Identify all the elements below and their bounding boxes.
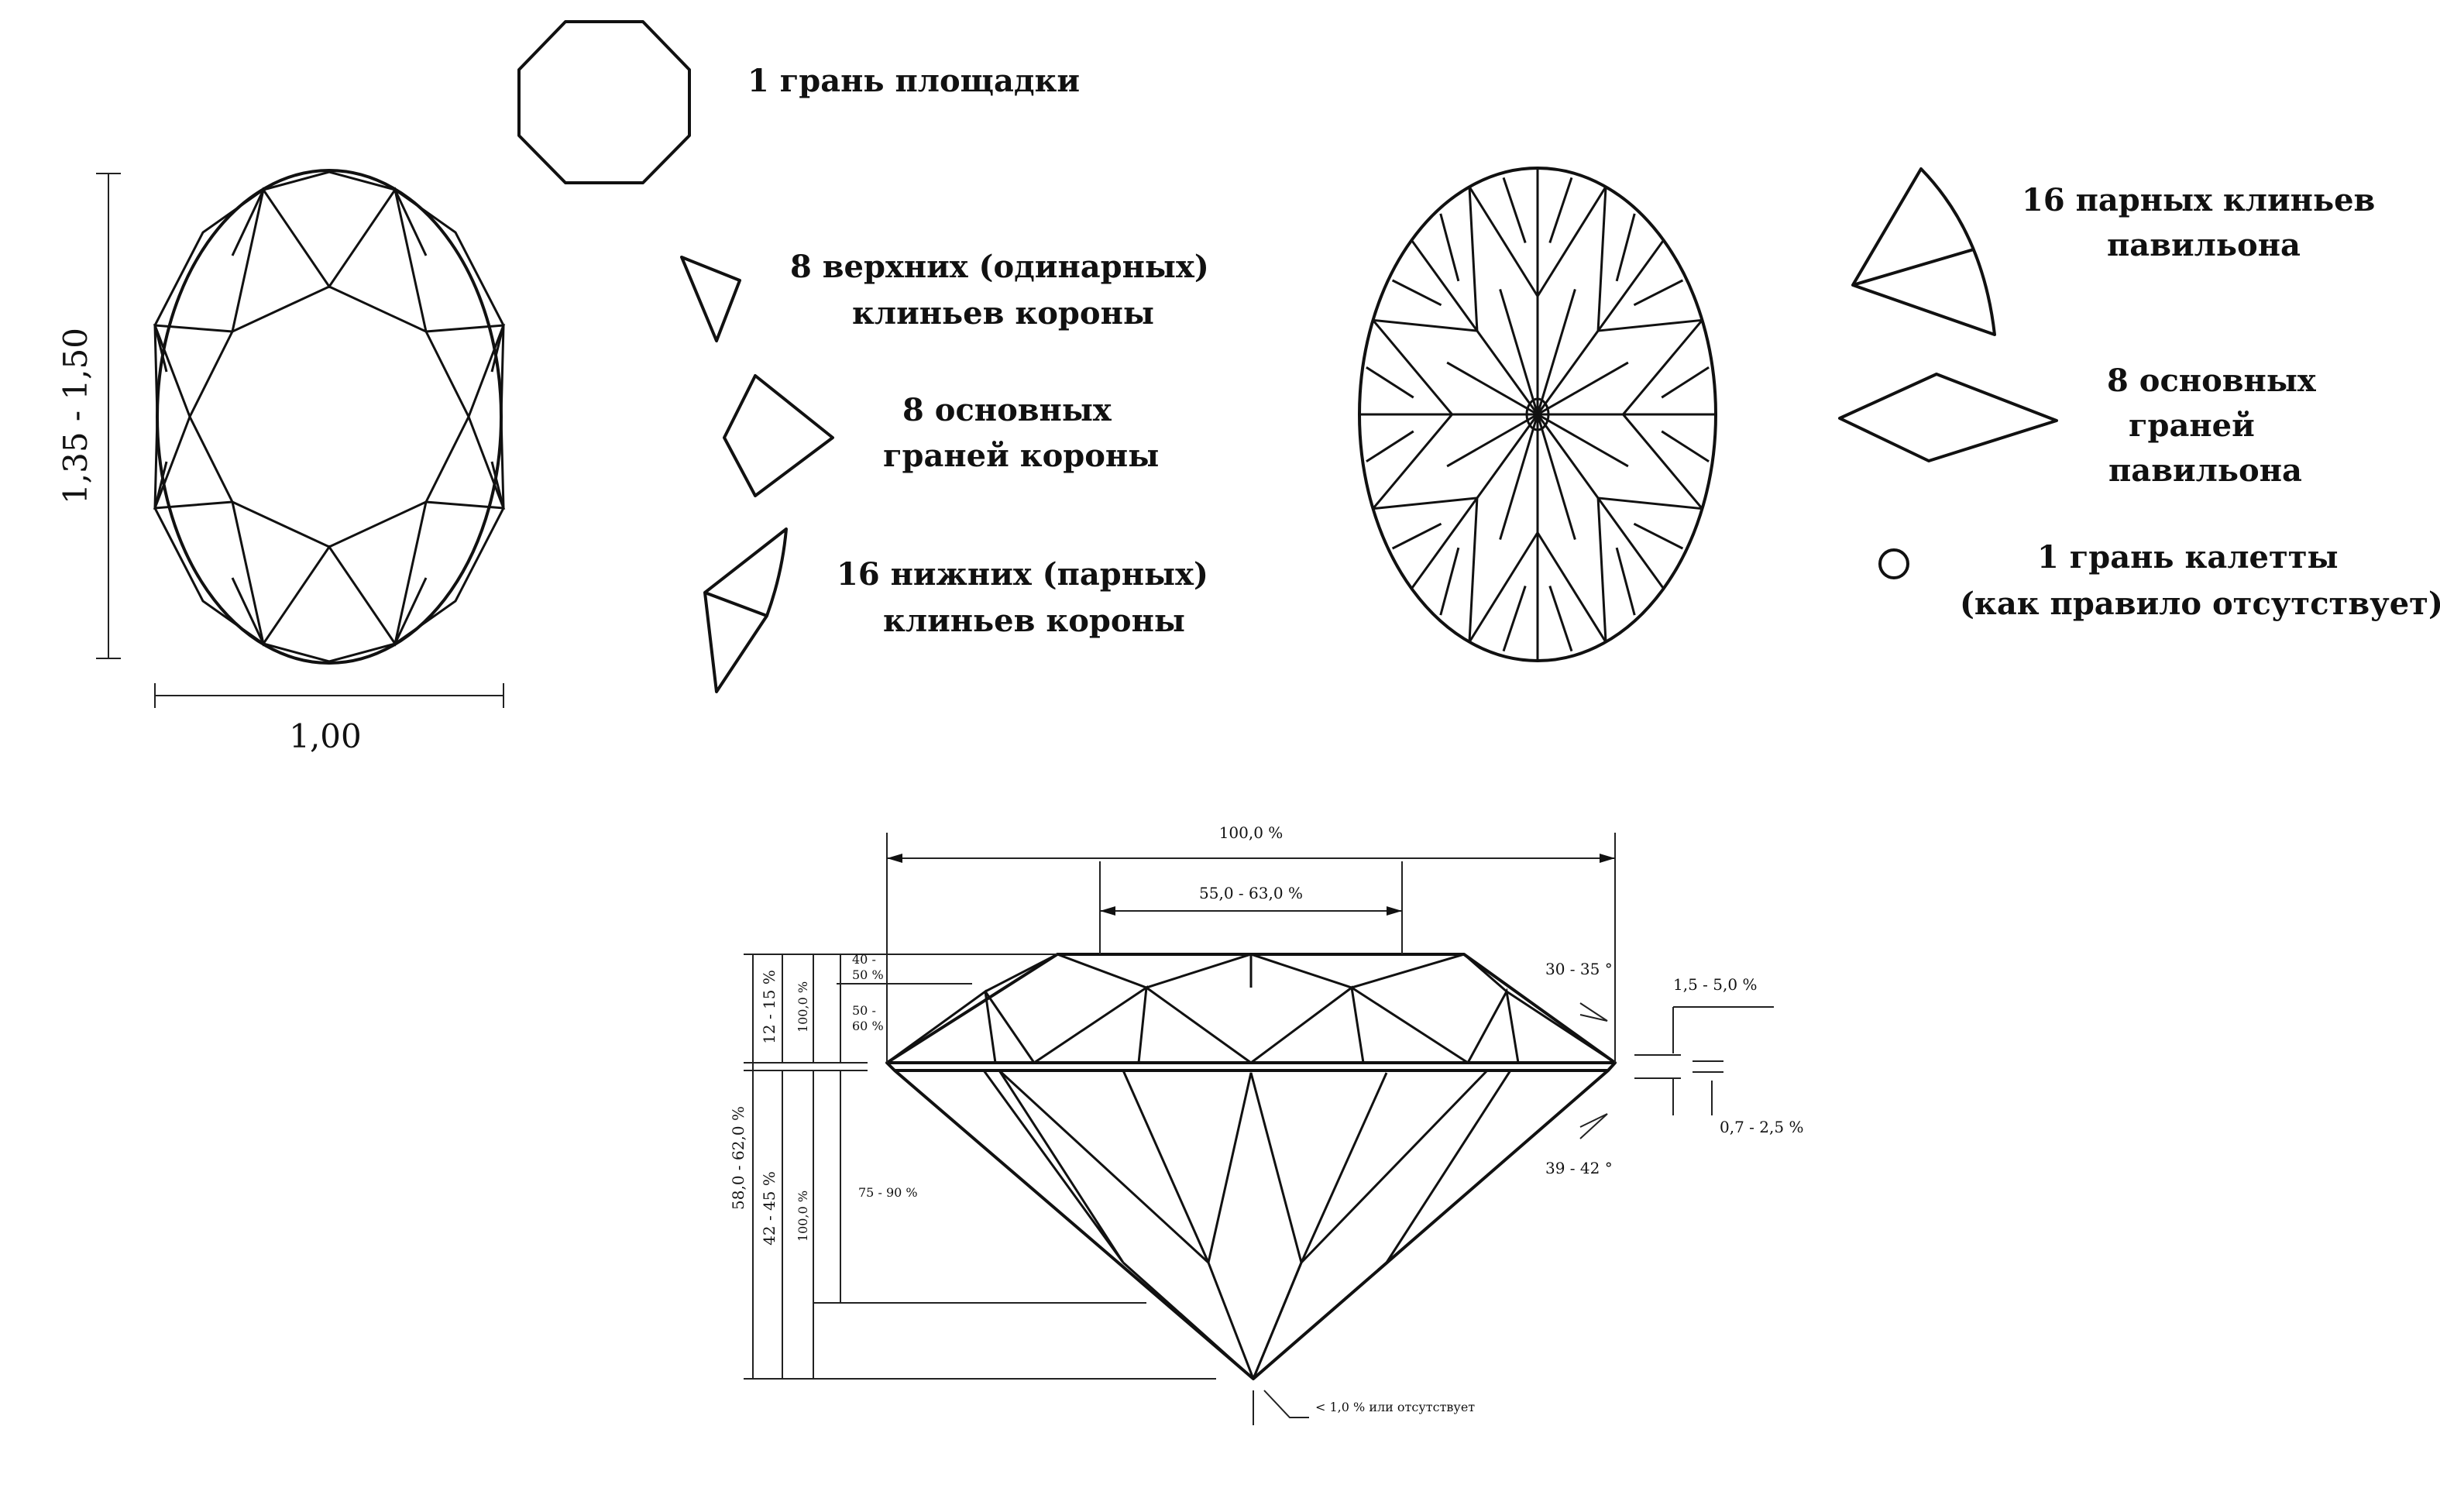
crown-height-label: 12 - 15 % [760,970,778,1044]
pavilion-legend: 16 парных клиньев павильона 8 основных г… [1838,167,2440,622]
crown-total-label: 100,0 % [796,981,810,1033]
pavilion-facet-line [1468,497,1479,642]
pavilion-angle-label: 39 - 42 ° [1545,1159,1613,1177]
height-dimension: 1,35 - 1,50 [57,173,121,659]
pavilion-facet-line [1661,366,1710,399]
pavilion-facet-line [1502,177,1527,243]
pavilion-facet-line [1499,288,1539,415]
pavilion-facet-line [1597,318,1703,332]
pavilion-facet-line [1411,239,1539,415]
pavilion-facet-line [1373,497,1478,510]
star-facet-icon [680,256,741,342]
pavilion-depth-label: 42 - 45 % [760,1171,778,1246]
legend-item-star-label-1: 8 верхних (одинарных) [790,249,1209,285]
height-ratio-label: 1,35 - 1,50 [57,328,95,504]
legend-item-upper-girdle-label-2: клиньев короны [883,603,1185,639]
crown-oval [153,169,506,665]
pavilion-lower-half-label: 75 - 90 % [858,1185,918,1200]
crown-upper-part-label-1: 40 - [852,952,876,967]
pavilion-facet-line [1548,177,1573,243]
pavilion-facet-line [1548,586,1573,652]
culet-label: < 1,0 % или отсутствует [1315,1400,1475,1414]
legend-item-star-label-2: клиньев короны [852,295,1154,332]
legend-item-pavilion-main-label-3: павильона [2108,452,2302,489]
pavilion-facet-line [1366,430,1414,463]
lower-girdle-facet-icon [1851,167,1996,336]
legend-item-culet-label-2: (как правило отсутствует) [1960,586,2440,622]
legend-item-kite-label-2: граней короны [883,438,1159,474]
crown-angle-label: 30 - 35 ° [1545,960,1613,978]
crown-legend: 1 грань площадки 8 верхних (одинарных) к… [517,20,1209,693]
pavilion-facet-line [1615,213,1636,282]
pavilion-facet-line [1446,361,1538,416]
pavilion-facet-line [1536,531,1607,643]
pavilion-facet-line [1537,413,1629,468]
pavilion-facet-line [1633,522,1684,550]
pavilion-facet-line [1446,413,1538,468]
pavilion-facet-line [1468,187,1479,332]
legend-item-pavilion-main-label-2: граней [2129,407,2255,444]
crown-view: 1,35 - 1,50 1,00 [57,169,506,755]
table-width-label: 55,0 - 63,0 % [1199,884,1303,902]
pavilion-facet-line [1502,586,1527,652]
pavilion-facet-line [1615,547,1636,616]
culet-center [1525,397,1550,431]
pavilion-facet-line [1499,414,1539,541]
pavilion-facet-line [1391,522,1442,550]
upper-girdle-facet-icon [703,527,788,693]
pavilion-facet-line [1633,279,1684,307]
pavilion-facet-line [1373,318,1478,332]
pavilion-facet-line [1536,414,1665,589]
octagon-table-icon [517,20,691,184]
total-width-label: 100,0 % [1219,823,1284,842]
legend-item-culet-label-1: 1 грань калетты [2037,539,2339,576]
legend-item-table-label: 1 грань площадки [747,63,1080,99]
pavilion-facet-line [1536,288,1576,415]
pavilion-total-label: 100,0 % [796,1191,810,1242]
pavilion-facet-line [1372,319,1453,415]
culet-icon [1878,548,1909,579]
pavilion-facet-line [1622,319,1703,415]
crown-lower-part-label-1: 50 - [852,1003,876,1018]
legend-item-upper-girdle-label-1: 16 нижних (парных) [837,556,1208,593]
pavilion-facet-line [1391,279,1442,307]
pavilion-facet-line [1468,186,1539,297]
pavilion-main-facet-icon [1838,373,2058,462]
legend-item-lower-girdle-label-2: павильона [2107,227,2301,263]
pavilion-facet-line [1439,213,1460,282]
total-depth-label: 58,0 - 62,0 % [729,1106,747,1210]
pavilion-facet-line [1372,414,1453,510]
pavilion-facet-line [1622,414,1703,510]
girdle-thickness-label: 1,5 - 5,0 % [1673,975,1757,994]
girdle-min-label: 0,7 - 2,5 % [1720,1118,1803,1136]
pavilion-view [1358,167,1717,662]
pavilion-facet-line [1366,366,1414,399]
legend-item-lower-girdle-label-1: 16 парных клиньев [2022,182,2375,218]
width-dimension: 1,00 [154,683,504,755]
pavilion-facet-line [1439,547,1460,616]
kite-facet-icon [723,374,834,497]
pavilion-facet-line [1596,497,1607,642]
width-ratio-label: 1,00 [289,717,362,755]
pavilion-facet-line [1468,531,1539,643]
crown-upper-part-label-2: 50 % [852,967,884,982]
pavilion-facet-line [1537,361,1629,416]
pavilion-facet-line [1536,186,1607,297]
pavilion-facet-line [1536,414,1576,541]
pavilion-facet-line [1411,414,1539,589]
legend-item-pavilion-main-label-1: 8 основных [2107,363,2317,399]
pavilion-facet-line [1536,239,1665,415]
profile-view: 100,0 % 55,0 - 63,0 % 58,0 - 62,0 % 12 -… [729,823,1803,1425]
pavilion-facet-line [1597,497,1703,510]
pavilion-facet-line [1661,430,1710,463]
crown-lower-part-label-2: 60 % [852,1019,884,1033]
pavilion-facet-line [1596,187,1607,332]
legend-item-kite-label-1: 8 основных [902,392,1112,428]
